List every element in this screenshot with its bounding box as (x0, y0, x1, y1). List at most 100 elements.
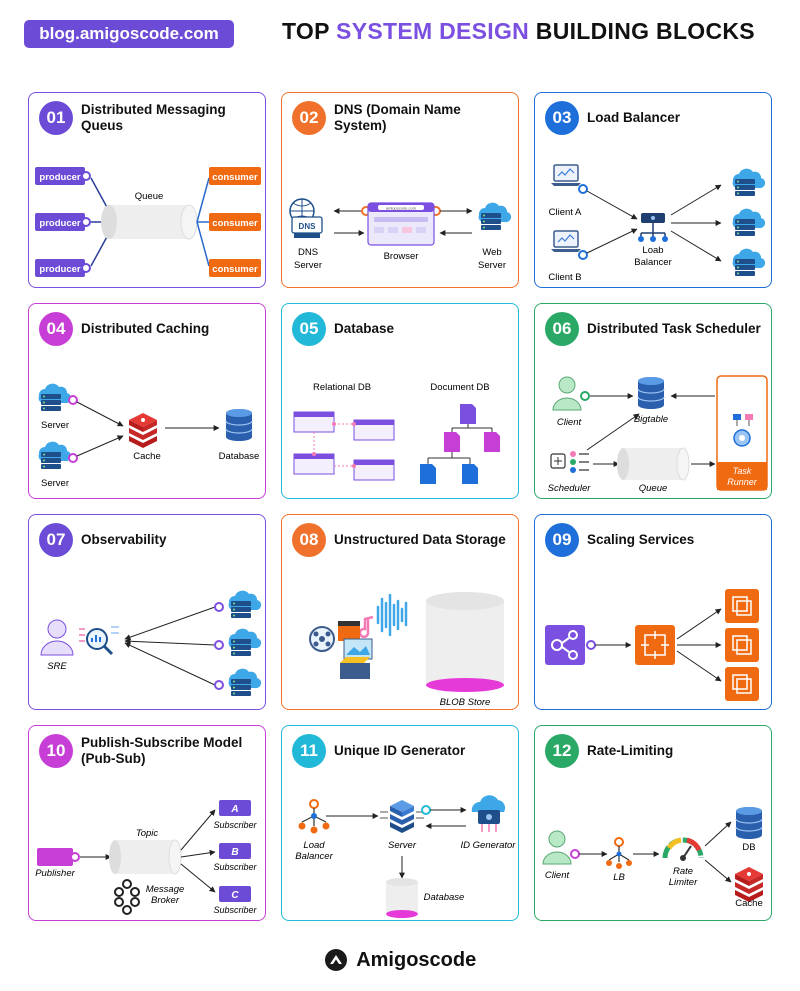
title-pre: TOP (282, 18, 337, 44)
card-title: Unique ID Generator (334, 743, 466, 758)
scheduler-label: Scheduler (548, 483, 592, 494)
service-hub-icon (545, 625, 585, 665)
bigtable-label: Bigtable (634, 414, 668, 425)
server-cloud-icon (38, 383, 72, 411)
card-unique-id-generator: 11 Unique ID Generator Load Balancer Ser… (281, 725, 519, 921)
server-cloud-icon (38, 441, 72, 469)
subscriber-label: Subscriber (213, 905, 257, 915)
card-distributed-task-scheduler: 06 Distributed Task Scheduler Client Big… (534, 303, 772, 499)
subscribers: A B C Subscriber Subscriber Subscriber (213, 800, 258, 915)
producer-label: producer (39, 218, 80, 229)
database-icon (225, 408, 253, 442)
browser-window: amigoscode.com (361, 202, 441, 246)
task-scheduler-diagram: Client Bigtable Scheduler Queue T (548, 375, 768, 494)
sre-person-icon (40, 619, 74, 656)
dns-server-label-1: DNS (298, 247, 318, 258)
task-runner-label-2: Runner (727, 477, 758, 487)
scaler-icon (635, 625, 675, 665)
card-load-balancer: 03 Load Balancer Client A Client B Loab … (534, 92, 772, 288)
cache-label: Cache (133, 451, 160, 462)
id-generator-icon (471, 795, 506, 832)
amigoscode-logo-icon (324, 949, 347, 971)
subscriber-b: B (231, 847, 238, 858)
card-title: DNS (Domain Name System) (334, 102, 461, 133)
scaling-services-diagram (545, 589, 759, 701)
rate-limiter-label-2: Limiter (669, 877, 698, 888)
server-cloud-icon (732, 248, 766, 276)
id-generator-diagram: Load Balancer Server ID Generator Databa… (295, 795, 517, 918)
server-label: Server (41, 478, 69, 489)
card-database: 05 Database Relational DB Document DB (281, 303, 519, 499)
server-cloud-icon (732, 208, 766, 236)
cache-redis-icon (735, 867, 763, 902)
caching-diagram: Server Server Cache Database (38, 383, 260, 489)
card-number: 09 (545, 523, 579, 557)
server-cloud-icon (228, 628, 262, 656)
client-a-label: Client A (549, 207, 582, 218)
card-number: 06 (545, 312, 579, 346)
card-title: Scaling Services (587, 532, 695, 547)
card-number: 03 (545, 101, 579, 135)
consumers: consumer consumer consumer (209, 167, 261, 277)
cache-label: Cache (735, 898, 762, 909)
card-observability: 07 Observability SRE (28, 514, 266, 710)
producer-label: producer (39, 264, 80, 275)
blog-url-badge[interactable]: blog.amigoscode.com (24, 20, 234, 48)
database-label: Database (219, 451, 260, 462)
lb-label-2: Balancer (295, 851, 333, 862)
db-icon (735, 806, 763, 840)
relational-tables (293, 411, 395, 481)
pubsub-diagram: Publisher Topic Message Broker A B C (35, 800, 258, 915)
task-runner-box (716, 375, 768, 491)
rate-limiting-diagram: Client LB Rate Limiter DB Cache (542, 806, 763, 909)
card-number: 05 (292, 312, 326, 346)
blob-store-cylinder (426, 592, 504, 692)
dns-icon-text: DNS (299, 222, 317, 231)
messaging-queue-diagram: producer producer producer Queue consume… (35, 167, 261, 277)
cache-redis-icon (129, 413, 157, 448)
queue-label: Queue (135, 191, 164, 202)
card-distributed-messaging-queues: 01 Distributed Messaging Queus producer … (28, 92, 266, 288)
dns-diagram: DNS DNS Server amigoscode.com Browser We… (289, 198, 512, 271)
server-cloud-icon (228, 668, 262, 696)
publisher-box (37, 848, 73, 866)
subscriber-label: Subscriber (213, 820, 257, 830)
topic-cylinder (109, 839, 182, 875)
server-stack-icon (380, 800, 424, 833)
queue-label: Queue (639, 483, 668, 494)
document-tree (420, 404, 500, 484)
producer-label: producer (39, 172, 80, 183)
client-person-icon (552, 376, 582, 411)
server-label: Server (41, 420, 69, 431)
card-title: Publish-Subscribe Model (Pub-Sub) (81, 735, 243, 766)
id-generator-label: ID Generator (461, 840, 517, 851)
bigtable-db-icon (637, 376, 665, 410)
card-number: 11 (292, 734, 326, 768)
database-label: Database (424, 892, 465, 903)
brand-name: Amigoscode (356, 948, 477, 971)
footer: Amigoscode (0, 948, 800, 972)
load-balancer-diagram: Client A Client B Loab Balancer (548, 164, 766, 283)
client-label: Client (545, 870, 570, 881)
topic-label: Topic (136, 828, 159, 839)
card-title: Rate-Limiting (587, 743, 674, 758)
load-balancer-icon (638, 213, 668, 242)
title-post: BUILDING BLOCKS (529, 18, 755, 44)
database-cylinder (386, 878, 418, 918)
media-files-icon (309, 593, 408, 679)
rate-limiter-gauge-icon (662, 837, 704, 861)
card-dns: 02 DNS (Domain Name System) DNS DNS Serv… (281, 92, 519, 288)
rate-limiter-label-1: Rate (673, 866, 693, 877)
lb-label-1: Loab (642, 245, 663, 256)
title-highlight: SYSTEM DESIGN (336, 18, 530, 44)
queue-cylinder (101, 204, 198, 240)
dns-server-icon: DNS (289, 198, 323, 238)
card-number: 07 (39, 523, 73, 557)
db-label: DB (742, 842, 755, 853)
dns-server-label-2: Server (294, 260, 322, 271)
blob-store-label: BLOB Store (440, 697, 491, 708)
server-cloud-icon (228, 590, 262, 618)
card-title: Distributed Messaging Queus (81, 102, 226, 133)
unstructured-storage-diagram: BLOB Store (309, 592, 504, 708)
laptop-icon (550, 164, 582, 187)
